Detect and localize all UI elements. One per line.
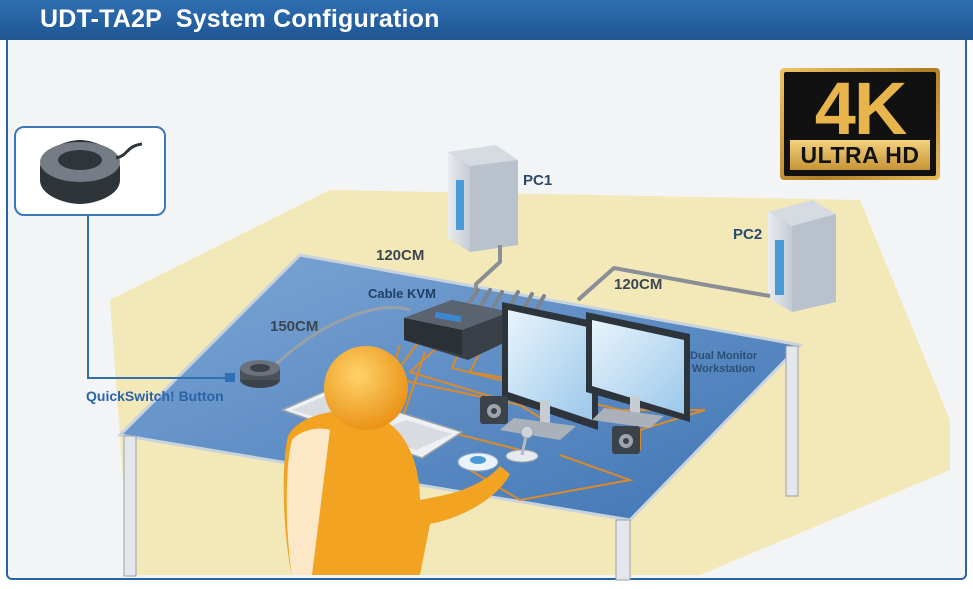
kvm-device — [404, 288, 546, 360]
4k-ultra-hd-logo: 4K ULTRA HD — [780, 67, 940, 180]
inset-connector-end — [225, 373, 235, 382]
quickswitch-label: QuickSwitch! Button — [86, 388, 224, 404]
user-figure — [283, 346, 510, 575]
inset-connector — [87, 216, 228, 379]
quickswitch-inset-frame — [14, 126, 166, 216]
speaker-left — [480, 396, 508, 424]
microphone — [505, 425, 539, 463]
pc2-cable-length: 120CM — [614, 276, 663, 293]
desk-leg — [615, 519, 631, 581]
dual-monitor-label: Dual Monitor Workstation — [690, 350, 757, 376]
speaker-right — [612, 426, 640, 454]
monitor-left — [500, 302, 598, 440]
pc1-label: PC1 — [523, 172, 553, 189]
title-bar: UDT-TA2P System Configuration — [0, 0, 973, 40]
cable-kvm-label: Cable KVM — [368, 286, 436, 301]
pc2-label: PC2 — [733, 226, 763, 243]
pc2-cable — [576, 265, 771, 302]
dual-monitor-line1: Dual Monitor — [690, 350, 758, 362]
dual-monitor-line2: Workstation — [691, 363, 756, 375]
logo-ultra-hd-text: ULTRA HD — [790, 140, 930, 170]
desk-leg — [785, 345, 799, 497]
monitor-right — [586, 312, 690, 428]
quickswitch-button-device — [240, 360, 280, 388]
logo-4k-text: 4K — [814, 67, 908, 150]
pc1-cable — [474, 245, 502, 292]
pc2-tower — [768, 200, 836, 312]
button-cable-length: 150CM — [270, 318, 319, 335]
pc1-cable-length: 120CM — [376, 247, 425, 264]
pc1-tower — [448, 145, 518, 252]
desk-leg — [123, 435, 137, 577]
page-title: UDT-TA2P System Configuration — [40, 5, 440, 33]
button-cable — [268, 306, 411, 372]
